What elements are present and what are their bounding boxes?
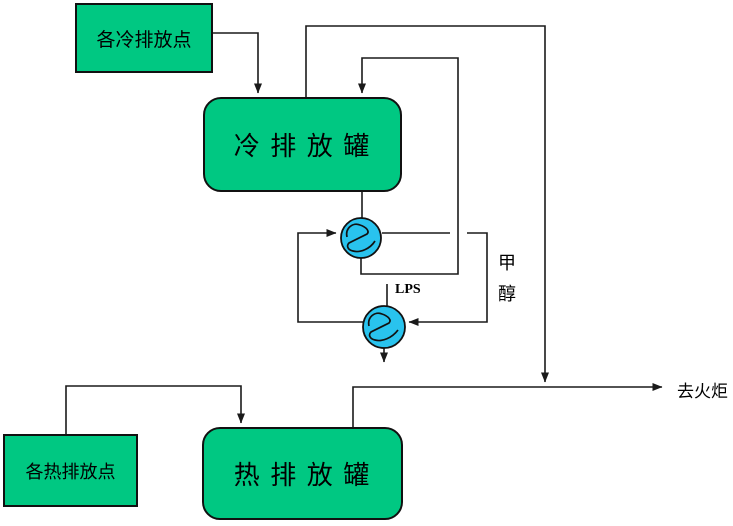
- line-cold-feed: [213, 32, 262, 94]
- heat-exchanger-1-icon: [340, 217, 382, 259]
- label-to-flare: 去火炬: [677, 382, 728, 401]
- line-circulation-return: [358, 57, 459, 275]
- label-lps-steam: LPS: [395, 282, 421, 297]
- node-label: 各冷排放点: [96, 29, 192, 51]
- label-methanol-char2: 醇: [498, 284, 516, 304]
- line-flare-header: [352, 383, 663, 427]
- node-label: 各热排放点: [25, 461, 116, 482]
- node-hot-vent-tank: 热 排 放 罐: [202, 427, 403, 520]
- label-methanol: 甲 醇: [498, 254, 516, 303]
- line-methanol-hot-b: [408, 232, 488, 326]
- node-label: 冷 排 放 罐: [233, 132, 372, 161]
- heat-exchanger-2-icon: [362, 305, 406, 349]
- line-hot-feed: [65, 385, 245, 434]
- label-methanol-char1: 甲: [498, 253, 516, 273]
- line-methanol-cold-loop: [297, 229, 364, 323]
- node-label: 热 排 放 罐: [233, 461, 372, 490]
- node-cold-discharge-points: 各冷排放点: [75, 3, 213, 73]
- node-cold-vent-tank: 冷 排 放 罐: [203, 97, 402, 192]
- line-vent-to-flare: [305, 25, 549, 383]
- node-hot-discharge-points: 各热排放点: [3, 434, 138, 507]
